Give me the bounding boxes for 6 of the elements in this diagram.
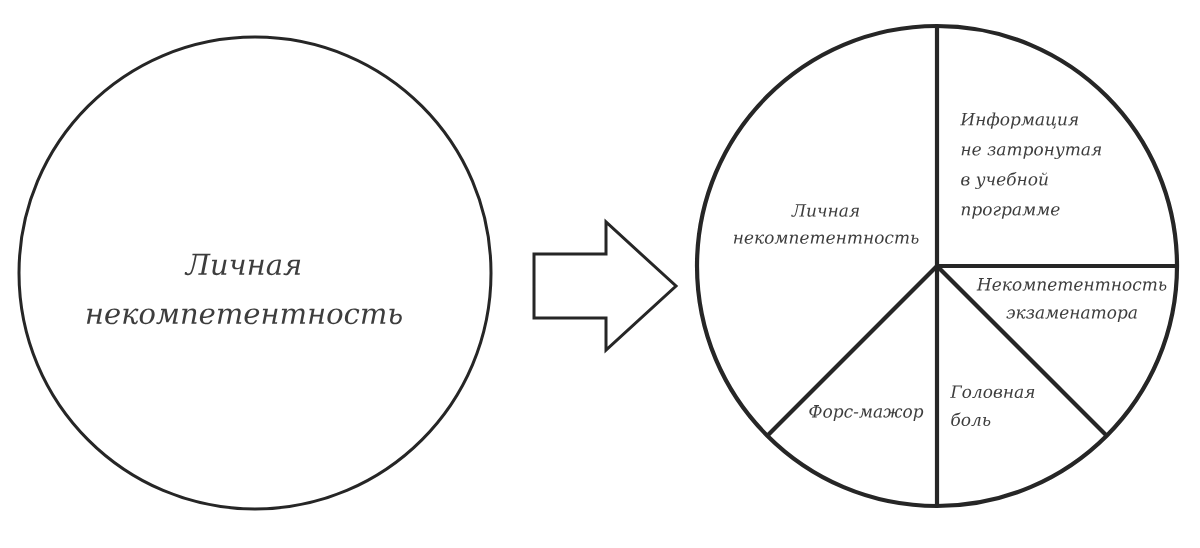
sector-label: Некомпетентность экзаменатора xyxy=(976,278,1167,322)
sector-label: Информация не затронутая в учебной программе xyxy=(960,112,1102,219)
sector-label: Головная боль xyxy=(950,385,1035,427)
block-arrow xyxy=(532,218,679,354)
sector-label: Форс-мажор xyxy=(809,405,924,421)
sector-label: Личная некомпетентность xyxy=(733,204,919,244)
